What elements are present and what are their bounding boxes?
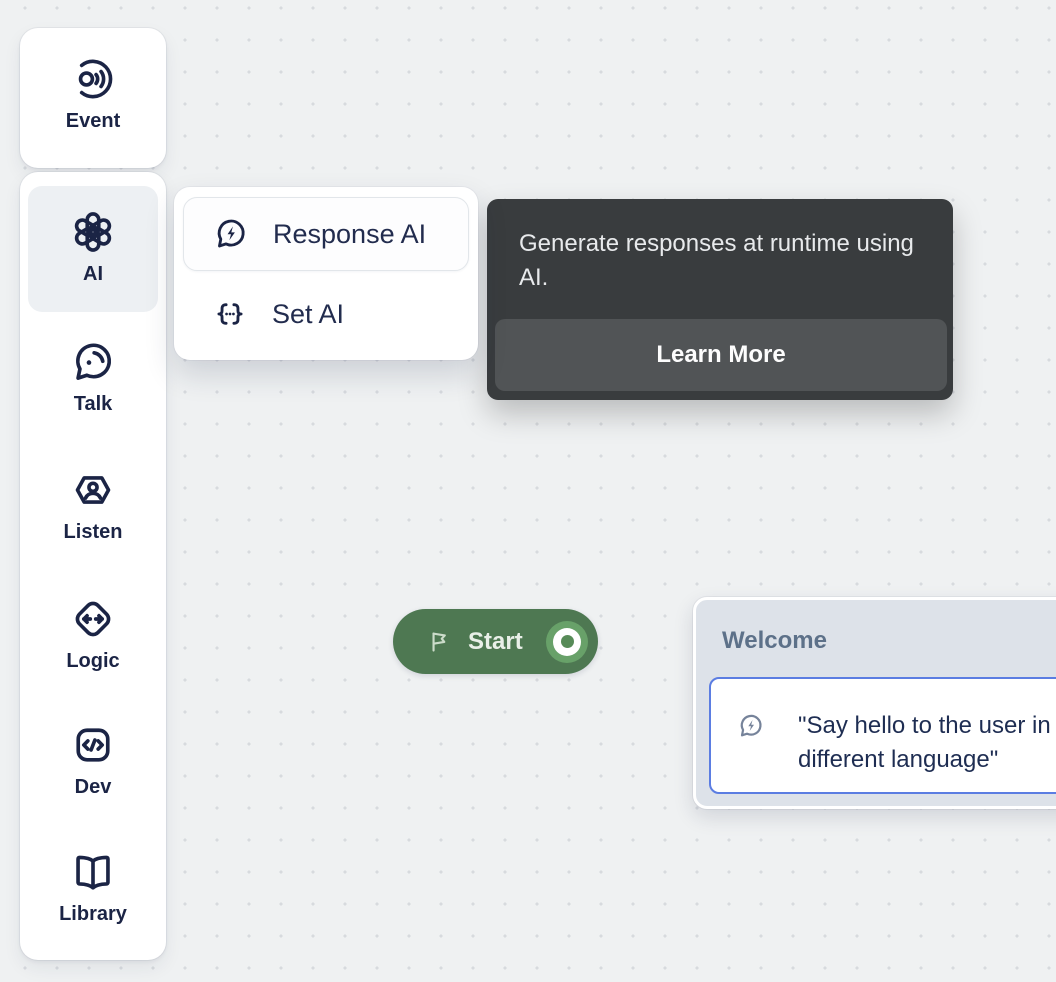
- sidebar-item-label: Logic: [66, 650, 120, 672]
- sidebar-item-talk[interactable]: Talk: [28, 339, 158, 416]
- sidebar-item-label: Talk: [73, 393, 113, 415]
- library-icon: [76, 855, 110, 890]
- sidebar-item-label: Dev: [74, 776, 112, 798]
- welcome-block[interactable]: Welcome "Say hello to the user in differ…: [693, 597, 1056, 809]
- flag-icon: [432, 632, 446, 652]
- welcome-response-ai-step[interactable]: "Say hello to the user in different lang…: [709, 677, 1056, 794]
- event-icon: [78, 59, 113, 99]
- braces-dots-icon: [217, 303, 243, 325]
- port-dot: [560, 635, 574, 648]
- menu-item-label: Set AI: [272, 298, 345, 329]
- response-ai-tooltip: Generate responses at runtime using AI. …: [487, 199, 953, 400]
- sidebar-item-label: Event: [65, 110, 121, 132]
- learn-more-button[interactable]: Learn More: [495, 319, 947, 391]
- sidebar-item-dev[interactable]: Dev: [28, 722, 158, 799]
- menu-item-response-ai[interactable]: Response AI: [183, 197, 469, 271]
- start-node[interactable]: Start: [393, 609, 598, 674]
- sidebar-item-logic[interactable]: Logic: [28, 596, 158, 673]
- welcome-step-message: "Say hello to the user in different lang…: [798, 712, 1051, 773]
- learn-more-label: Learn More: [656, 341, 786, 368]
- message-bolt-icon: [740, 714, 762, 737]
- message-bolt-icon: [217, 219, 245, 248]
- menu-item-set-ai[interactable]: Set AI: [183, 279, 469, 349]
- sidebar-item-library[interactable]: Library: [28, 849, 158, 926]
- ai-icon: [74, 212, 112, 252]
- port-ring: [553, 627, 581, 656]
- start-node-label: Start: [468, 627, 523, 655]
- talk-icon: [76, 343, 112, 380]
- sidebar-item-label: Library: [59, 903, 127, 925]
- sidebar-event-card: Event: [20, 28, 166, 168]
- sidebar-steps-card: AI Talk Listen Logic Dev: [20, 172, 166, 960]
- sidebar-item-label: Listen: [63, 521, 123, 543]
- dev-icon: [76, 728, 110, 762]
- menu-item-label: Response AI: [273, 218, 427, 249]
- sidebar-item-event[interactable]: Event: [28, 56, 158, 133]
- start-output-port[interactable]: [546, 620, 588, 663]
- ai-flyout-menu: Response AI Set AI: [174, 187, 478, 360]
- welcome-block-title: Welcome: [722, 627, 827, 654]
- sidebar-item-listen[interactable]: Listen: [28, 467, 158, 544]
- tooltip-text: Generate responses at runtime using AI.: [519, 230, 914, 291]
- logic-icon: [75, 601, 111, 637]
- listen-icon: [75, 476, 111, 504]
- sidebar-item-label: AI: [83, 263, 103, 285]
- sidebar-item-ai[interactable]: AI: [28, 209, 158, 286]
